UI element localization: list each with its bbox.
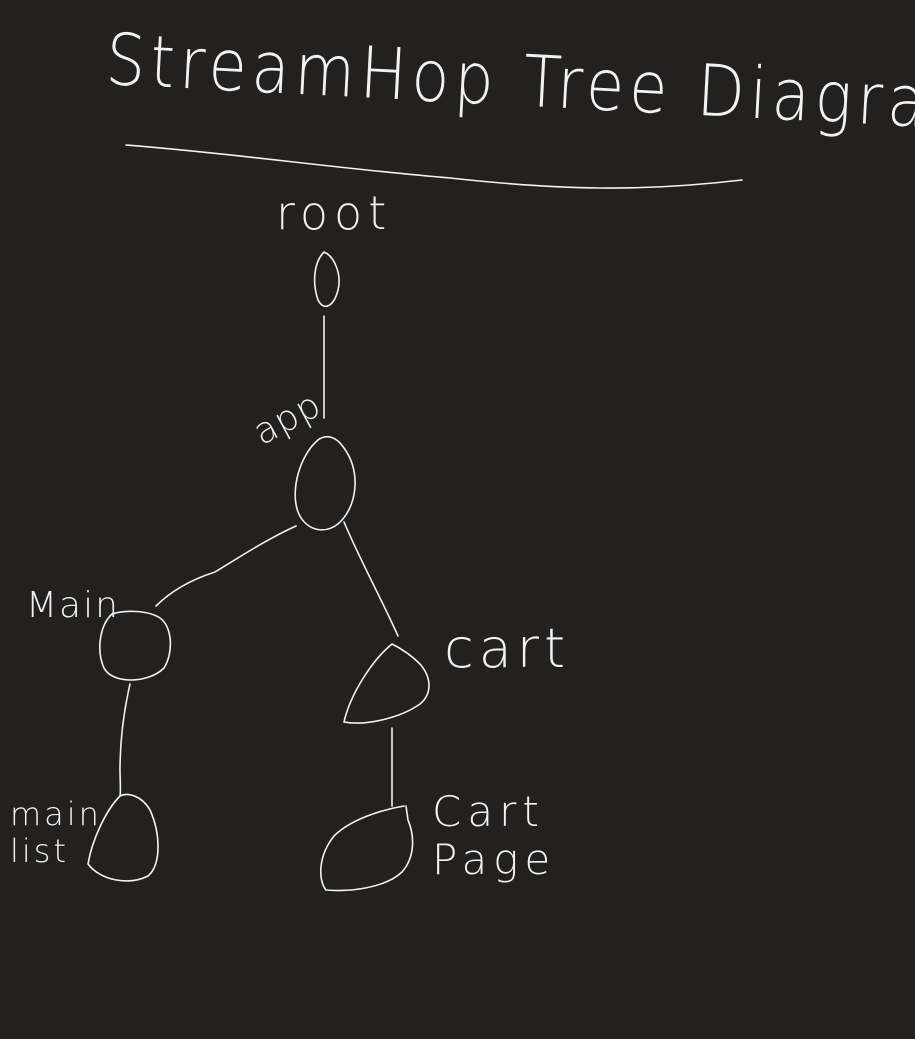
node-cart-label: cart <box>444 617 571 680</box>
node-mainlist-shape <box>87 793 159 882</box>
node-main-label: Main <box>26 585 120 626</box>
node-app-shape <box>294 435 356 531</box>
edge-app-cart <box>343 521 399 637</box>
node-cartpage-shape <box>319 805 414 892</box>
edge-app-main <box>155 525 297 607</box>
node-cart-shape <box>343 643 430 724</box>
node-main-shape <box>99 610 172 681</box>
title-underline <box>125 144 743 189</box>
edge-main-mainlist <box>119 683 131 797</box>
node-root-shape <box>313 251 340 308</box>
node-root-label: root <box>276 186 393 240</box>
node-cartpage-label: Cart Page <box>432 787 557 885</box>
node-mainlist-label: main list <box>10 795 102 870</box>
